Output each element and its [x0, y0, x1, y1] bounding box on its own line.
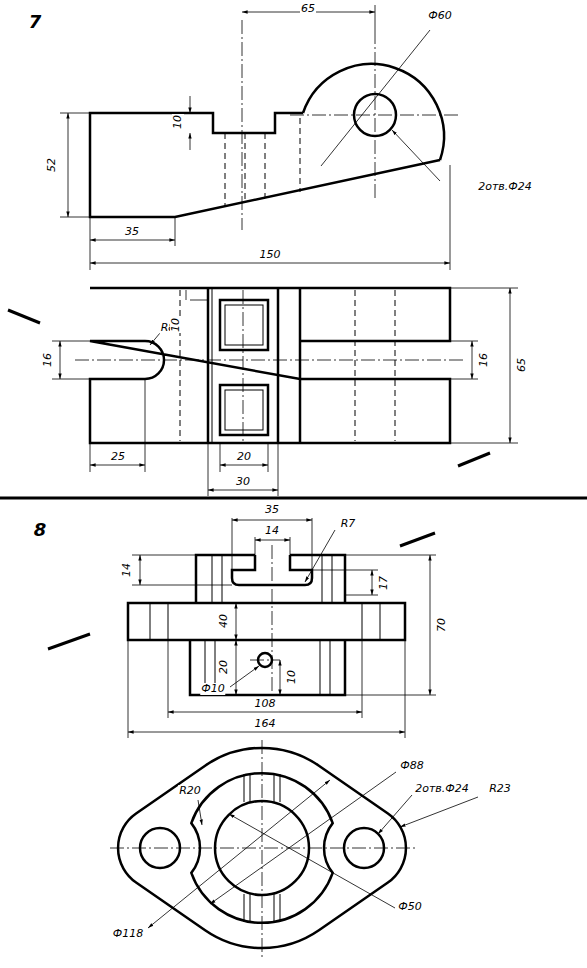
dimension-label: 164	[254, 718, 277, 730]
dimension-label: 14	[264, 525, 280, 537]
dimension-label: 108	[254, 698, 277, 710]
dimension-label: 16	[42, 352, 54, 368]
dimension-label: 30	[235, 476, 251, 488]
dimension-label: 2отв.Ф24	[477, 181, 533, 193]
dimension-label: 10	[286, 669, 298, 685]
dimension-label: 14	[121, 562, 133, 578]
dimension-label: 40	[218, 613, 230, 629]
dimension-label: Ф88	[399, 760, 424, 772]
dimension-label: R7	[340, 518, 357, 530]
dimension-label: 2отв.Ф24	[414, 783, 470, 795]
dimension-label: Ф60	[427, 10, 452, 22]
dimension-label: Ф118	[112, 928, 144, 940]
dimension-label: R23	[488, 783, 512, 795]
dimension-label: 20	[236, 451, 252, 463]
dimension-label: 65	[516, 357, 528, 373]
dimension-label: 16	[478, 352, 490, 368]
dimension-label: R20	[178, 785, 202, 797]
dimension-label: 52	[46, 157, 58, 173]
dimension-label: Ф50	[397, 901, 422, 913]
dimension-label: 70	[436, 617, 448, 633]
dimension-label: 8	[33, 520, 48, 540]
dimension-label: 35	[124, 226, 140, 238]
dimension-label: 35	[264, 504, 280, 516]
dimension-label: 25	[110, 451, 126, 463]
dimension-label: 17	[378, 575, 390, 591]
dimension-label: 150	[259, 249, 282, 261]
dimension-label: 20	[218, 659, 230, 675]
dimension-label: Ф10	[200, 683, 225, 695]
dimension-label: 10	[172, 114, 184, 130]
dimension-label: 65	[300, 3, 316, 15]
dimension-label: 10	[170, 317, 182, 333]
dimension-label: 7	[28, 12, 43, 32]
